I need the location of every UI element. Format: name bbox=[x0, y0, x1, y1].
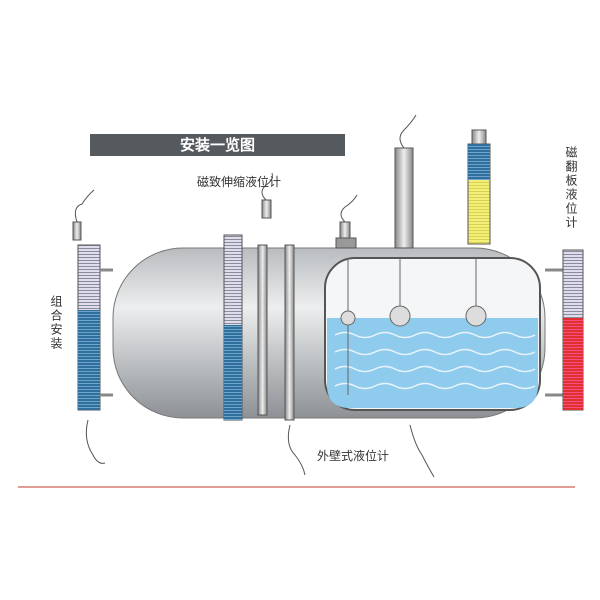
float-ball bbox=[389, 305, 411, 327]
liquid bbox=[327, 318, 538, 408]
float-stems bbox=[347, 258, 477, 395]
magnetostrictive-rod bbox=[257, 244, 268, 416]
float-ball bbox=[340, 310, 356, 326]
waves bbox=[334, 331, 536, 390]
cables bbox=[74, 114, 435, 478]
top-mount-rod bbox=[394, 147, 414, 249]
sensor-head bbox=[339, 221, 351, 241]
float-ball bbox=[465, 305, 487, 327]
label-combined: 组合安装 bbox=[49, 295, 63, 351]
magnetic-flap-level bbox=[563, 318, 583, 410]
label-external-wall: 外壁式液位计 bbox=[317, 449, 390, 463]
label-magnetostrictive: 磁致伸缩液位计 bbox=[197, 175, 282, 189]
sensor-head bbox=[72, 221, 82, 241]
label-magnetic-flap: 磁翻板液位计 bbox=[564, 146, 578, 230]
external-wall-rod bbox=[284, 244, 295, 421]
diagram-title: 安装一览图 bbox=[90, 134, 345, 156]
sensor-head bbox=[261, 199, 272, 219]
combined-gauge-level bbox=[78, 310, 100, 410]
flange-gauge-level bbox=[224, 325, 242, 420]
